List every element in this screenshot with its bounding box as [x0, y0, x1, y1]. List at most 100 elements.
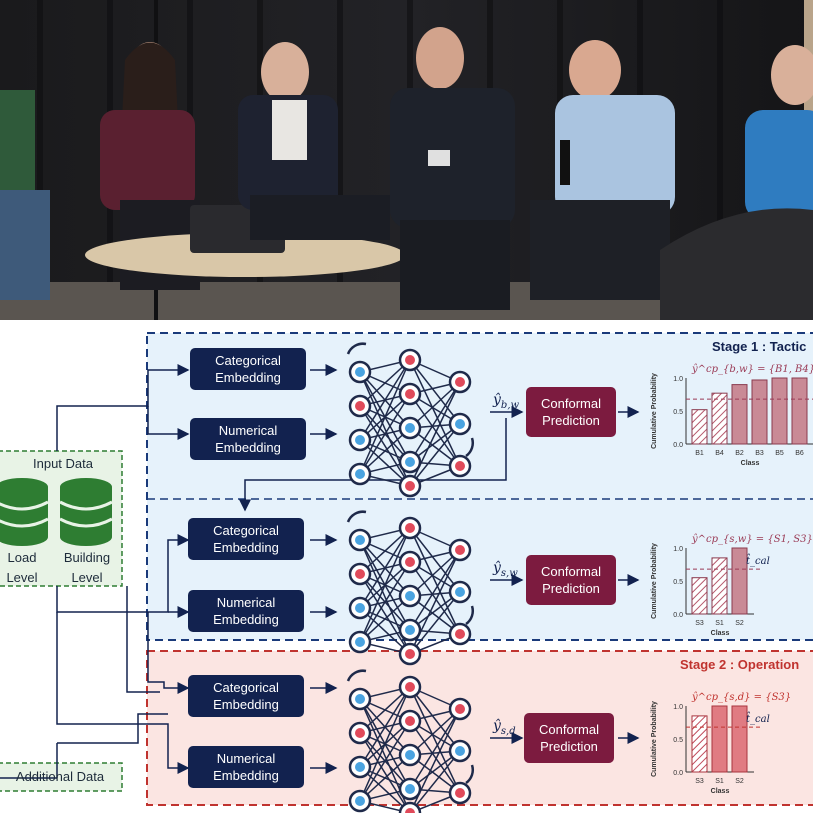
nn-edge — [409, 527, 461, 635]
nn-node-core — [405, 682, 415, 692]
nn-node-core — [355, 762, 365, 772]
nn-node-core — [405, 523, 415, 533]
nn-node-core — [355, 401, 365, 411]
nn-edge — [359, 439, 411, 487]
nn-node-core — [455, 461, 465, 471]
x-tick-label: B3 — [755, 450, 764, 457]
nn-edge — [359, 607, 411, 655]
nn-edge — [409, 708, 461, 790]
nn-node-core — [405, 591, 415, 601]
nn-node-core — [355, 796, 365, 806]
y-tick-label: 0.0 — [673, 442, 683, 449]
nn-edge — [409, 527, 461, 593]
y-tick-label: 1.0 — [673, 704, 683, 711]
nn-node-core — [355, 435, 365, 445]
nn-arc — [346, 669, 367, 682]
nn-arc — [346, 342, 367, 355]
building-level-label: Building Level — [63, 550, 111, 585]
bar — [771, 377, 788, 445]
nn-arc — [465, 605, 475, 626]
y-tick-label: 0.0 — [673, 612, 683, 619]
nn-node-core — [355, 637, 365, 647]
nn-edge — [409, 686, 461, 752]
nn-edge — [359, 359, 411, 475]
x-axis-label: Class — [741, 460, 760, 467]
database-icon-load — [0, 478, 49, 546]
nn-node-core — [455, 587, 465, 597]
nn-node-core — [355, 569, 365, 579]
nn-node-core — [455, 788, 465, 798]
nn-edge — [409, 359, 461, 425]
bar — [791, 377, 808, 445]
output-label-bw: ŷb,w — [493, 392, 520, 411]
y-tick-label: 1.0 — [673, 376, 683, 383]
database-icon-building — [59, 478, 113, 546]
nn-node-core — [355, 728, 365, 738]
nn-edge — [409, 591, 461, 655]
output-label-sw: ŷs,w — [493, 560, 518, 579]
neural-network-icon — [346, 510, 475, 666]
bar — [711, 392, 728, 445]
nn-edge — [409, 750, 461, 813]
panel-photo-illustration — [0, 0, 813, 320]
nn-edge — [359, 359, 411, 407]
y-axis-label: Cumulative Probability — [651, 373, 658, 449]
y-tick-label: 0.5 — [673, 579, 683, 586]
stage2-title: Stage 2 : Operation — [680, 657, 800, 672]
x-tick-label: B1 — [695, 450, 704, 457]
x-tick-label: B6 — [795, 450, 804, 457]
nn-edge — [409, 381, 461, 463]
nn-edge — [409, 381, 461, 429]
nn-node-core — [405, 423, 415, 433]
nn-edge — [409, 423, 461, 487]
nn-node-core — [405, 457, 415, 467]
nn-node-core — [455, 545, 465, 555]
nn-arc — [465, 764, 475, 785]
nn-node-core — [455, 704, 465, 714]
neural-network-icon — [346, 342, 475, 498]
x-axis-label: Class — [711, 630, 730, 637]
nn-node-core — [355, 603, 365, 613]
nn-node-core — [455, 419, 465, 429]
output-label-sd: ŷs,d — [493, 718, 516, 737]
nn-edge — [409, 720, 461, 794]
nn-edge — [359, 359, 411, 441]
nn-edge — [359, 527, 411, 609]
bar — [711, 557, 728, 615]
nn-edge — [359, 527, 411, 575]
bar — [731, 547, 748, 615]
y-tick-label: 1.0 — [673, 546, 683, 553]
bar — [731, 384, 748, 445]
nn-node-core — [455, 377, 465, 387]
nn-edge — [359, 393, 411, 475]
input-data-label: Input Data — [33, 456, 93, 471]
nn-node-core — [455, 629, 465, 639]
nn-edge — [359, 686, 411, 734]
neural-network-icon — [346, 669, 475, 813]
nn-edge — [359, 766, 411, 813]
nn-edge — [409, 686, 461, 794]
nn-node-core — [355, 535, 365, 545]
bar — [751, 379, 768, 445]
stage1-title: Stage 1 : Tactic — [712, 339, 807, 354]
nn-edge — [409, 549, 461, 597]
nn-node-core — [405, 808, 415, 813]
x-tick-label: B2 — [735, 450, 744, 457]
nn-node-core — [405, 750, 415, 760]
load-level-label: Load Level — [6, 550, 38, 585]
y-tick-label: 0.5 — [673, 409, 683, 416]
nn-edge — [359, 754, 411, 802]
nn-edge — [359, 732, 411, 813]
x-tick-label: S3 — [695, 620, 704, 627]
nn-node-core — [355, 694, 365, 704]
prediction-set-label: ŷ^cp_{s,w} = {S1, S3} — [691, 534, 813, 545]
bar — [691, 577, 708, 615]
y-tick-label: 0.5 — [673, 737, 683, 744]
nn-edge — [409, 561, 461, 635]
x-tick-label: S2 — [735, 620, 744, 627]
